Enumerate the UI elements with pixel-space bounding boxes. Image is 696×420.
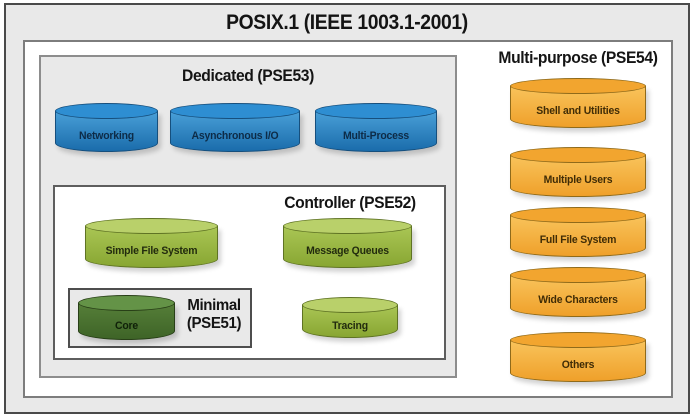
cylinder-top-ellipse xyxy=(283,218,412,234)
cylinder-message-queues: Message Queues xyxy=(283,218,412,268)
cylinder-multiple-users: Multiple Users xyxy=(510,147,646,197)
cylinder-top-ellipse xyxy=(510,78,646,94)
cylinder-top-ellipse xyxy=(55,103,158,119)
cylinder-asynchronous-io: Asynchronous I/O xyxy=(170,103,300,152)
cylinder-top-ellipse xyxy=(510,207,646,223)
cylinder-label: Networking xyxy=(78,129,135,142)
cylinder-networking: Networking xyxy=(55,103,158,152)
cylinder-label: Multiple Users xyxy=(543,174,613,186)
cylinder-simple-file-system: Simple File System xyxy=(85,218,218,268)
cylinder-top-ellipse xyxy=(510,332,646,348)
cylinder-top-ellipse xyxy=(302,297,398,313)
dedicated-section-title: Dedicated (PSE53) xyxy=(182,66,314,85)
cylinder-others: Others xyxy=(510,332,646,382)
minimal-title-line2: (PSE51) xyxy=(186,315,242,333)
cylinder-label: Full File System xyxy=(539,234,617,246)
minimal-title-line1: Minimal xyxy=(187,297,241,314)
cylinder-top-ellipse xyxy=(170,103,300,119)
cylinder-top-ellipse xyxy=(315,103,437,119)
cylinder-tracing: Tracing xyxy=(302,297,398,338)
cylinder-shell-and-utilities: Shell and Utilities xyxy=(510,78,646,128)
cylinder-label: Asynchronous I/O xyxy=(191,129,279,142)
cylinder-full-file-system: Full File System xyxy=(510,207,646,257)
cylinder-label: Tracing xyxy=(332,319,368,332)
cylinder-label: Wide Characters xyxy=(538,294,618,306)
cylinder-core: Core xyxy=(78,295,175,340)
cylinder-top-ellipse xyxy=(510,147,646,163)
cylinder-top-ellipse xyxy=(510,267,646,283)
diagram-title: POSIX.1 (IEEE 1003.1-2001) xyxy=(226,11,468,34)
minimal-section-title: Minimal (PSE51) xyxy=(176,297,251,334)
cylinder-label: Core xyxy=(114,319,139,332)
cylinder-multi-process: Multi-Process xyxy=(315,103,437,152)
cylinder-top-ellipse xyxy=(85,218,218,234)
cylinder-label: Others xyxy=(561,359,595,371)
cylinder-label: Shell and Utilities xyxy=(536,105,620,117)
multi-purpose-section-title: Multi-purpose (PSE54) xyxy=(498,48,658,67)
cylinder-label: Message Queues xyxy=(306,245,389,257)
controller-section-title: Controller (PSE52) xyxy=(284,193,416,212)
cylinder-wide-characters: Wide Characters xyxy=(510,267,646,317)
cylinder-top-ellipse xyxy=(78,295,175,311)
cylinder-label: Simple File System xyxy=(105,245,198,257)
cylinder-label: Multi-Process xyxy=(342,129,410,142)
